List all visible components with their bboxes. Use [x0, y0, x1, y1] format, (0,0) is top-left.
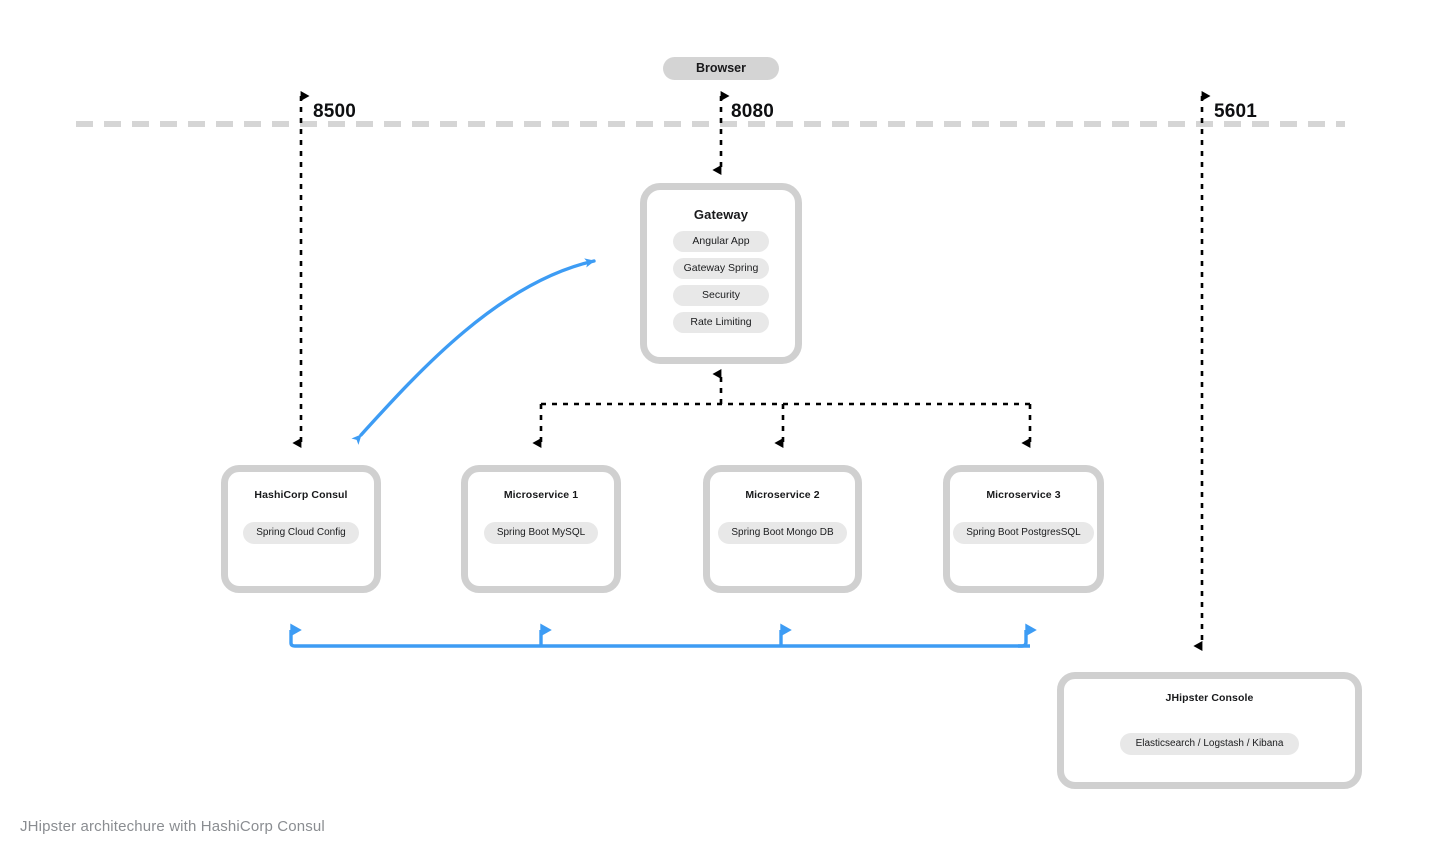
port-label-gateway: 8080	[731, 101, 775, 122]
browser-node[interactable]: Browser	[663, 57, 779, 80]
microservice-1-node[interactable]: Microservice 1 Spring Boot MySQL	[461, 465, 621, 593]
microservice-2-node[interactable]: Microservice 2 Spring Boot Mongo DB	[703, 465, 862, 593]
jhipster-console-title: JHipster Console	[1165, 692, 1254, 704]
gateway-component-angular-app[interactable]: Angular App	[673, 231, 769, 252]
microservice-3-title: Microservice 3	[986, 489, 1061, 501]
gateway-component-security[interactable]: Security	[673, 285, 769, 306]
microservice-3-component-list: Spring Boot PostgresSQL	[950, 522, 1097, 544]
microservice-1-title: Microservice 1	[503, 489, 579, 501]
microservice-1-component-list: Spring Boot MySQL	[468, 522, 614, 544]
gateway-component-gateway-spring[interactable]: Gateway Spring	[673, 258, 769, 279]
component-spring-boot-postgressql[interactable]: Spring Boot PostgresSQL	[953, 522, 1094, 544]
microservice-2-component-list: Spring Boot Mongo DB	[710, 522, 855, 544]
wire-logging-bus	[289, 623, 1030, 648]
microservice-3-node[interactable]: Microservice 3 Spring Boot PostgresSQL	[943, 465, 1104, 593]
component-spring-cloud-config[interactable]: Spring Cloud Config	[243, 522, 359, 544]
diagram-caption: JHipster architechure with HashiCorp Con…	[20, 818, 325, 835]
component-spring-boot-mysql[interactable]: Spring Boot MySQL	[483, 522, 599, 544]
wire-consul-gateway-registry	[351, 258, 596, 445]
microservice-2-title: Microservice 2	[745, 489, 820, 501]
wire-logging-riser-ms3	[1018, 623, 1037, 648]
component-spring-boot-mongo-db[interactable]: Spring Boot Mongo DB	[718, 522, 847, 544]
port-label-console: 5601	[1214, 101, 1258, 122]
port-label-consul: 8500	[313, 101, 357, 122]
hashicorp-consul-title: HashiCorp Consul	[254, 489, 348, 501]
gateway-component-list: Angular App Gateway Spring Security Rate…	[647, 231, 795, 333]
hashicorp-consul-node[interactable]: HashiCorp Consul Spring Cloud Config	[221, 465, 381, 593]
hashicorp-consul-component-list: Spring Cloud Config	[228, 522, 374, 544]
gateway-title: Gateway	[693, 207, 749, 222]
component-elasticsearch-logstash-kibana[interactable]: Elasticsearch / Logstash / Kibana	[1119, 733, 1300, 755]
jhipster-console-component-list: Elasticsearch / Logstash / Kibana	[1064, 733, 1355, 755]
gateway-component-rate-limiting[interactable]: Rate Limiting	[673, 312, 769, 333]
gateway-node[interactable]: Gateway Angular App Gateway Spring Secur…	[640, 183, 802, 364]
jhipster-console-node[interactable]: JHipster Console Elasticsearch / Logstas…	[1057, 672, 1362, 789]
